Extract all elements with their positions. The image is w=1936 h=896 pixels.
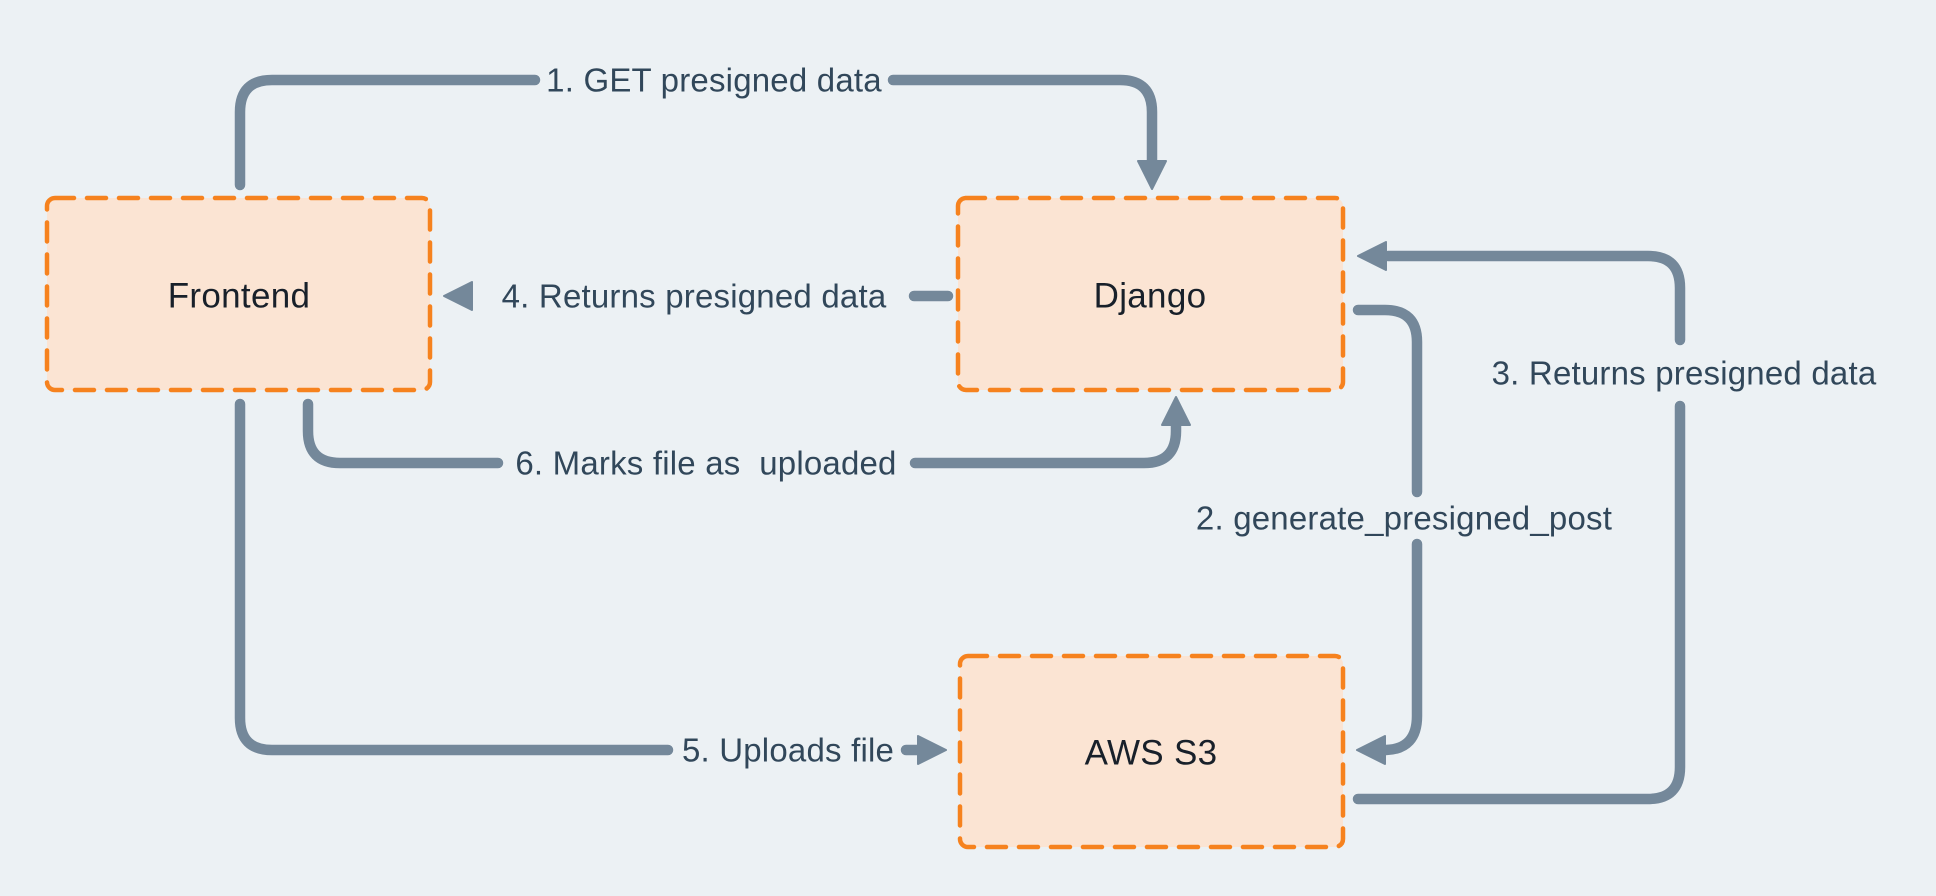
edge-4-returns-presigned-data: 4. Returns presigned data: [443, 278, 954, 315]
node-frontend-label: Frontend: [168, 277, 311, 316]
edge-1-label: 1. GET presigned data: [546, 62, 882, 99]
edge-4-label: 4. Returns presigned data: [502, 278, 887, 315]
node-django-box: [955, 195, 1346, 393]
edge-2-arrowhead-left-icon: [1356, 735, 1386, 765]
edge-5-arrowhead-right-icon: [917, 735, 947, 765]
edge-2-label: 2. generate_presigned_post: [1196, 500, 1612, 537]
edge-3-arrowhead-left-icon: [1357, 241, 1387, 271]
node-aws-s3-box: [957, 653, 1346, 850]
node-aws-s3-label: AWS S3: [1085, 734, 1218, 773]
edge-6-arrowhead-up-icon: [1161, 396, 1191, 426]
edge-1-segment-end: [887, 74, 1158, 166]
node-django-label: Django: [1094, 277, 1207, 316]
edge-3-label: 3. Returns presigned data: [1492, 355, 1877, 392]
edge-3-segment-end: [1382, 250, 1686, 346]
edge-1-get-presigned-data: 1. GET presigned data: [234, 62, 1167, 191]
edge-2-generate-presigned-post: 2. generate_presigned_post: [1196, 304, 1612, 765]
edge-5-label: 5. Uploads file: [682, 732, 894, 769]
node-frontend: Frontend: [44, 195, 433, 393]
edge-2-segment-start: [1352, 304, 1423, 498]
edge-5-uploads-file: 5. Uploads file: [234, 398, 947, 769]
edge-6-marks-file-uploaded: 6. Marks file as uploaded: [302, 396, 1191, 482]
edge-3-segment-start: [1352, 400, 1686, 805]
edge-4-arrowhead-left-icon: [443, 281, 473, 311]
edge-1-segment-start: [234, 74, 541, 191]
edge-6-segment-end: [909, 420, 1182, 469]
edge-1-arrowhead-down-icon: [1137, 160, 1167, 190]
node-aws-s3: AWS S3: [957, 653, 1346, 850]
edge-3-returns-presigned-data: 3. Returns presigned data: [1352, 241, 1877, 805]
edge-6-segment-start: [302, 398, 504, 469]
edge-6-label: 6. Marks file as uploaded: [515, 445, 896, 482]
node-frontend-box: [44, 195, 433, 393]
node-django: Django: [955, 195, 1346, 393]
edge-2-segment-end: [1380, 538, 1423, 756]
edge-5-segment-start: [234, 398, 674, 756]
